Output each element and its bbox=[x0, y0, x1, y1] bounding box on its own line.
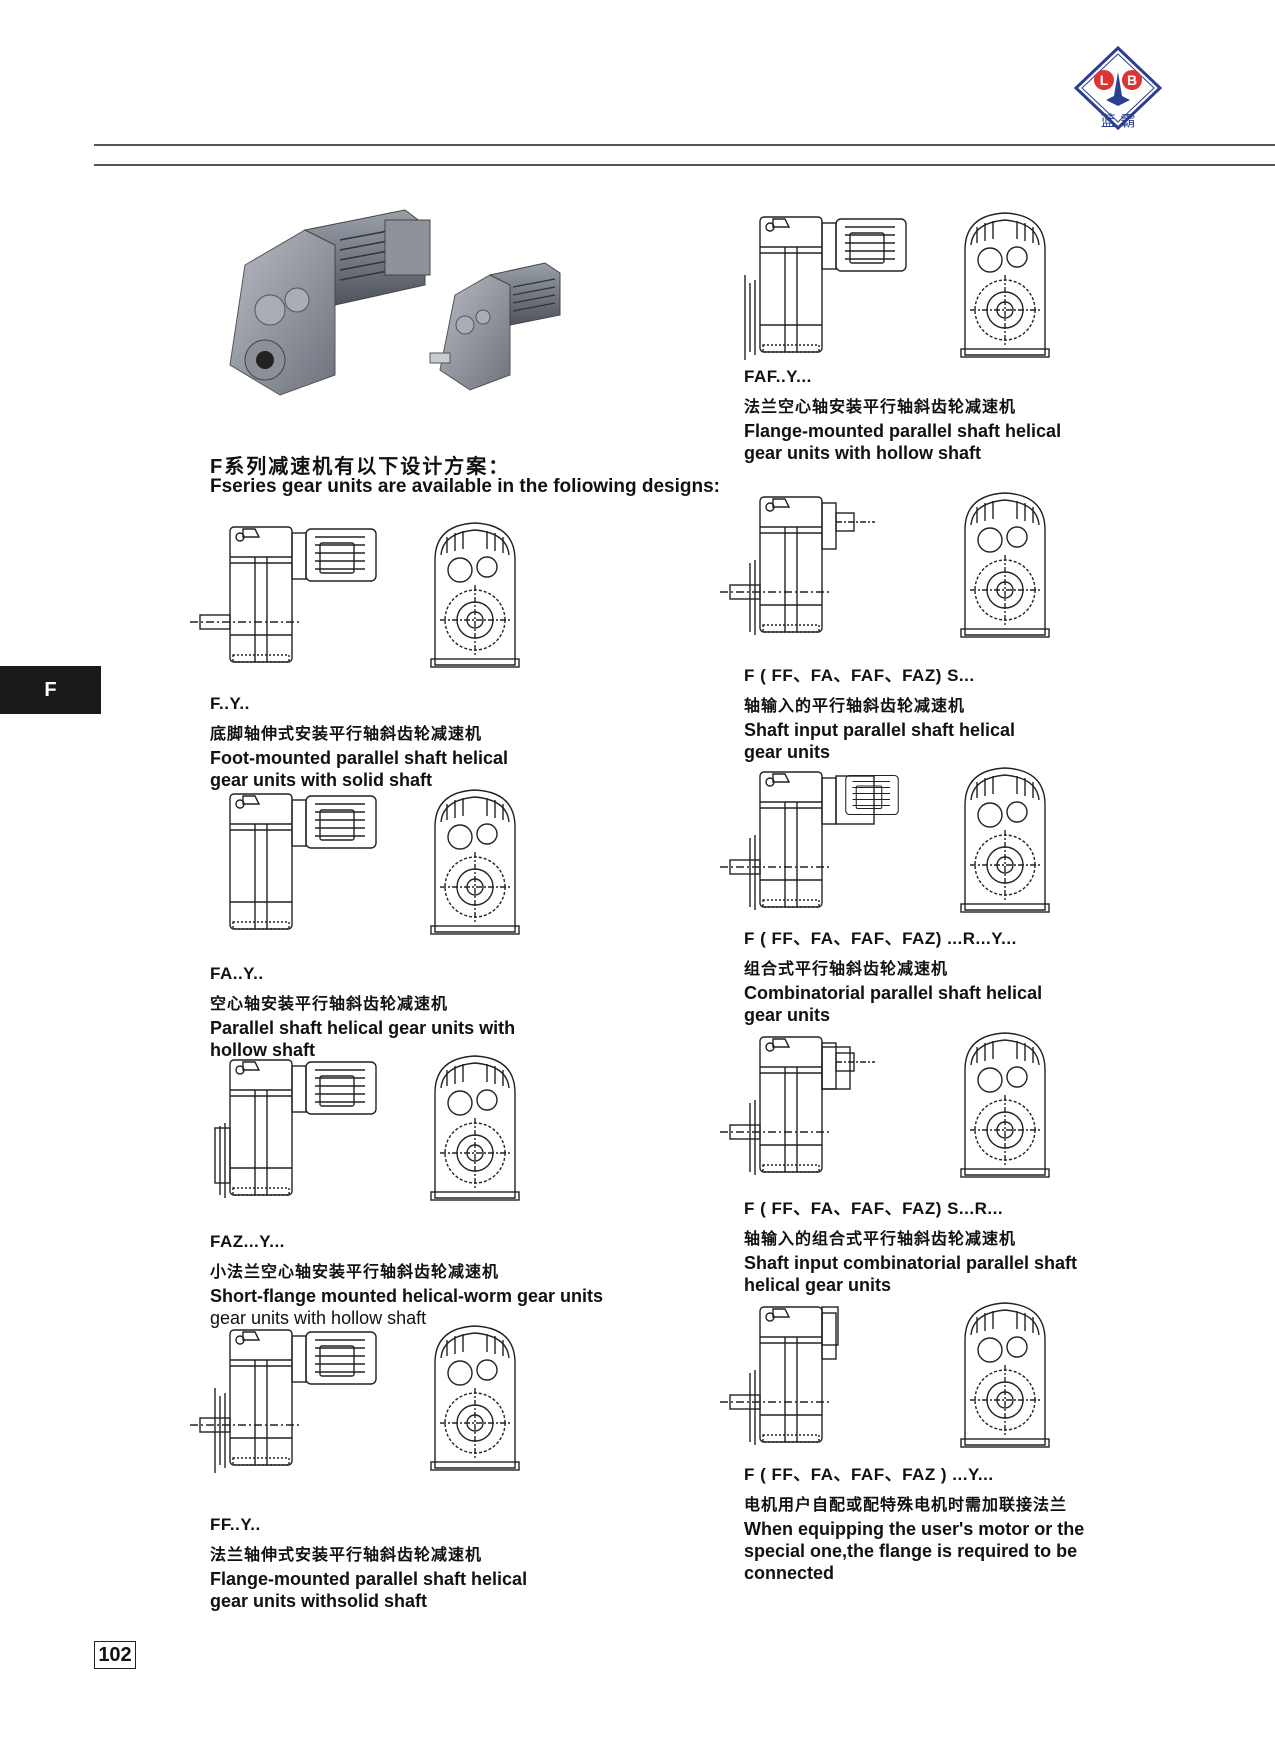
front-view bbox=[960, 1032, 1050, 1178]
design-cn: 法兰轴伸式安装平行轴斜齿轮减速机 bbox=[210, 1547, 483, 1564]
design-en-line2: helical gear units bbox=[744, 1275, 892, 1295]
side-view bbox=[214, 1059, 377, 1198]
front-view bbox=[430, 522, 520, 668]
drawing-shaft-input-combinatorial bbox=[715, 1025, 1115, 1190]
design-en-line2: hollow shaft bbox=[210, 1040, 315, 1060]
design-code: F..Y.. bbox=[210, 694, 250, 713]
caption-fa-y: FA..Y.. 空心轴安装平行轴斜齿轮减速机 Parallel shaft he… bbox=[210, 964, 640, 1061]
design-cn: 法兰空心轴安装平行轴斜齿轮减速机 bbox=[744, 399, 1017, 416]
drawing-ff-y bbox=[185, 1318, 585, 1483]
design-en-line1: Flange-mounted parallel shaft helical bbox=[744, 421, 1062, 441]
side-view bbox=[720, 496, 875, 635]
design-en-line2: gear units bbox=[744, 1005, 831, 1025]
side-view bbox=[190, 526, 377, 663]
design-cn: 小法兰空心轴安装平行轴斜齿轮减速机 bbox=[210, 1264, 500, 1281]
design-en-line1: When equipping the user's motor or the bbox=[744, 1519, 1085, 1539]
drawing-combinatorial bbox=[715, 760, 1115, 925]
design-en-line1: Shaft input parallel shaft helical bbox=[744, 720, 1016, 740]
design-en-line1: Short-flange mounted helical-worm gear u… bbox=[210, 1286, 604, 1306]
design-code: F ( FF、FA、FAF、FAZ) S...R... bbox=[744, 1199, 1004, 1218]
design-cn: 底脚轴伸式安装平行轴斜齿轮减速机 bbox=[210, 726, 483, 743]
intro-cn: F系列减速机有以下设计方案： bbox=[210, 456, 511, 478]
design-cn: 电机用户自配或配特殊电机时需加联接法兰 bbox=[744, 1497, 1068, 1514]
design-cn: 轴输入的组合式平行轴斜齿轮减速机 bbox=[744, 1231, 1017, 1248]
design-en-line1: Flange-mounted parallel shaft helical bbox=[210, 1569, 528, 1589]
side-view bbox=[720, 771, 899, 910]
caption-user-motor: F ( FF、FA、FAF、FAZ ) ...Y... 电机用户自配或配特殊电机… bbox=[744, 1460, 1174, 1584]
design-en-line2: gear units withsolid shaft bbox=[210, 1591, 428, 1611]
front-view bbox=[960, 212, 1050, 358]
side-view bbox=[720, 1036, 875, 1175]
design-code: F ( FF、FA、FAF、FAZ ) ...Y... bbox=[744, 1465, 994, 1484]
drawing-shaft-input bbox=[715, 485, 1115, 650]
design-cn: 空心轴安装平行轴斜齿轮减速机 bbox=[210, 996, 449, 1013]
caption-shaft-input-combinatorial: F ( FF、FA、FAF、FAZ) S...R... 轴输入的组合式平行轴斜齿… bbox=[744, 1194, 1174, 1296]
caption-combinatorial: F ( FF、FA、FAF、FAZ) ...R...Y... 组合式平行轴斜齿轮… bbox=[744, 924, 1174, 1026]
design-en-line2: gear units bbox=[744, 742, 831, 762]
logo-cn: 蓝 霸 bbox=[1101, 112, 1136, 130]
drawing-faz-y bbox=[185, 1048, 585, 1213]
design-code: FF..Y.. bbox=[210, 1515, 261, 1534]
front-view bbox=[960, 1302, 1050, 1448]
caption-faf-y: FAF..Y... 法兰空心轴安装平行轴斜齿轮减速机 Flange-mounte… bbox=[744, 367, 1174, 464]
design-en-line2: gear units with hollow shaft bbox=[210, 1308, 427, 1328]
front-view bbox=[960, 492, 1050, 638]
page-number: 102 bbox=[94, 1641, 136, 1669]
design-cn: 轴输入的平行轴斜齿轮减速机 bbox=[744, 698, 966, 715]
design-code: FAF..Y... bbox=[744, 367, 812, 386]
caption-f-y: F..Y.. 底脚轴伸式安装平行轴斜齿轮减速机 Foot-mounted par… bbox=[210, 694, 640, 791]
caption-ff-y: FF..Y.. 法兰轴伸式安装平行轴斜齿轮减速机 Flange-mounted … bbox=[210, 1515, 640, 1612]
side-view bbox=[229, 793, 377, 930]
header-rule-top bbox=[94, 144, 1275, 146]
front-view bbox=[430, 789, 520, 935]
design-en-line1: Foot-mounted parallel shaft helical bbox=[210, 748, 509, 768]
design-en-line1: Shaft input combinatorial parallel shaft bbox=[744, 1253, 1078, 1273]
design-en-line2: gear units with solid shaft bbox=[210, 770, 433, 790]
lb-logo: L B 蓝 霸 bbox=[1072, 44, 1164, 136]
design-en-line2: special one,the flange is required to be bbox=[744, 1541, 1078, 1561]
design-code: F ( FF、FA、FAF、FAZ) ...R...Y... bbox=[744, 929, 1017, 948]
front-view bbox=[430, 1055, 520, 1201]
product-photo bbox=[225, 205, 620, 400]
design-code: F ( FF、FA、FAF、FAZ) S... bbox=[744, 666, 975, 685]
drawing-user-motor bbox=[715, 1295, 1115, 1460]
drawing-fa-y bbox=[185, 782, 585, 947]
design-cn: 组合式平行轴斜齿轮减速机 bbox=[744, 961, 949, 978]
front-view bbox=[960, 767, 1050, 913]
design-en-line2: gear units with hollow shaft bbox=[744, 443, 982, 463]
side-view bbox=[720, 1306, 839, 1445]
caption-faz-y: FAZ...Y... 小法兰空心轴安装平行轴斜齿轮减速机 Short-flang… bbox=[210, 1232, 640, 1329]
logo-letter-b: B bbox=[1127, 72, 1137, 88]
front-view bbox=[430, 1325, 520, 1471]
drawing-f-y bbox=[185, 515, 585, 680]
drawing-faf-y bbox=[715, 205, 1115, 370]
side-view bbox=[190, 1329, 377, 1473]
header-rule-bottom bbox=[94, 164, 1275, 166]
intro-en: Fseries gear units are available in the … bbox=[210, 476, 720, 497]
logo-letter-l: L bbox=[1100, 72, 1109, 88]
design-en-line3: connected bbox=[744, 1563, 835, 1583]
section-tab: F bbox=[0, 666, 101, 714]
design-en-line1: Parallel shaft helical gear units with bbox=[210, 1018, 516, 1038]
design-en-line1: Combinatorial parallel shaft helical bbox=[744, 983, 1043, 1003]
caption-shaft-input: F ( FF、FA、FAF、FAZ) S... 轴输入的平行轴斜齿轮减速机 Sh… bbox=[744, 661, 1174, 763]
lb-diamond-logo-icon: L B 蓝 霸 bbox=[1073, 45, 1163, 131]
design-code: FA..Y.. bbox=[210, 964, 264, 983]
design-code: FAZ...Y... bbox=[210, 1232, 285, 1251]
side-view bbox=[744, 216, 907, 360]
